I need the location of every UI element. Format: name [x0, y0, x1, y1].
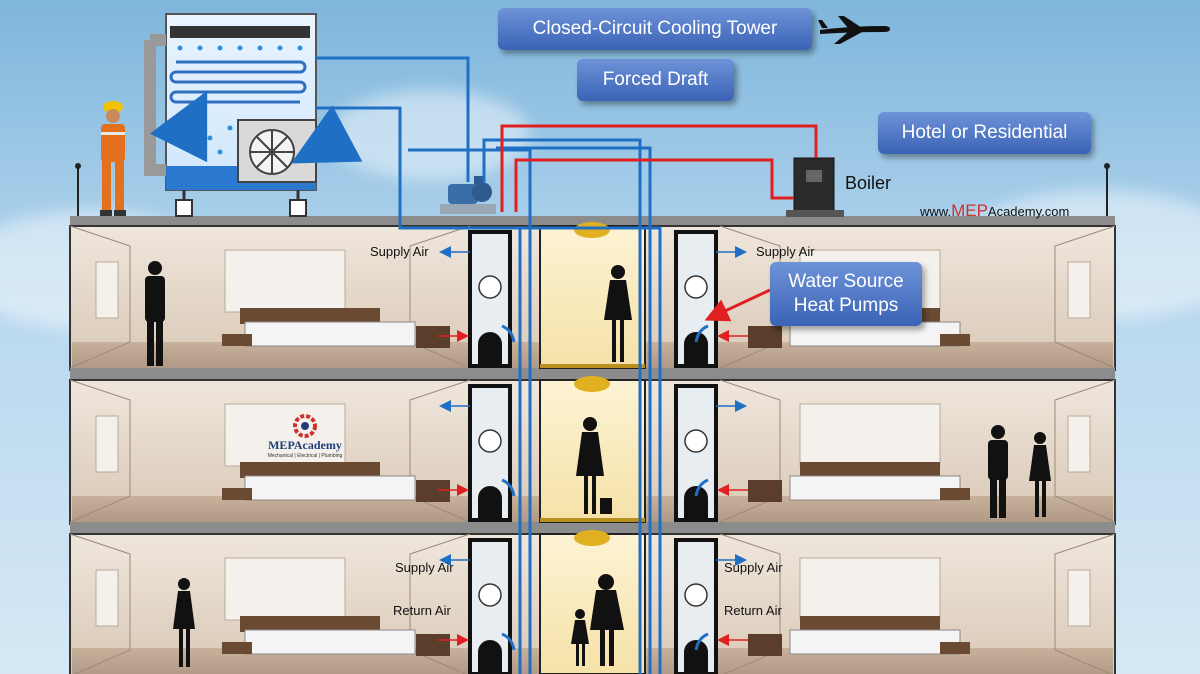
airflow-arrows — [438, 246, 748, 646]
heat-pump-fans — [478, 275, 708, 607]
boiler — [786, 157, 844, 217]
cloud — [330, 90, 530, 180]
supply-air-label: Supply Air — [370, 244, 429, 259]
person-silhouette — [590, 574, 624, 666]
wshp-label-line1: Water Source — [788, 271, 904, 293]
subtitle-callout: Forced Draft — [577, 59, 734, 101]
person-silhouette — [604, 265, 632, 362]
website-brand: MEP — [951, 201, 988, 220]
supply-air-label: Supply Air — [395, 560, 454, 575]
wshp-callout: Water Source Heat Pumps — [770, 262, 922, 326]
person-silhouette — [145, 261, 165, 366]
roof-post-light — [75, 163, 81, 169]
left-rooms-furniture — [69, 225, 471, 674]
return-air-label: Return Air — [724, 603, 782, 618]
website-prefix: www. — [920, 204, 952, 219]
person-silhouette — [988, 425, 1008, 518]
elevator-core — [539, 222, 646, 674]
supply-air-label: Supply Air — [756, 244, 815, 259]
supply-air-label: Supply Air — [724, 560, 783, 575]
person-silhouette — [173, 578, 195, 667]
people-silhouettes — [145, 261, 1051, 667]
cooling-tower — [144, 13, 363, 217]
mep-academy-logo-gear — [293, 414, 317, 438]
website-url: www.MEPAcademy.com — [920, 201, 1069, 221]
logo-name: MEPAcademy — [268, 438, 342, 452]
logo-tagline: Mechanical | Electrical | Plumbing — [267, 453, 343, 459]
roof-worker — [100, 101, 126, 216]
wshp-label-line2: Heat Pumps — [793, 295, 899, 316]
mep-academy-logo: MEPAcademy Mechanical | Electrical | Plu… — [262, 438, 348, 459]
roof-slab — [70, 216, 1115, 226]
boiler-label: Boiler — [845, 173, 892, 193]
diagram-title: Closed-Circuit Cooling Tower — [532, 18, 778, 40]
airplane-icon — [818, 16, 890, 44]
roof-post-light — [1104, 163, 1110, 169]
building-type-label: Hotel or Residential — [901, 122, 1068, 144]
beds — [222, 308, 970, 656]
hot-water-piping — [500, 124, 818, 212]
person-silhouette — [576, 417, 612, 514]
condenser-water-piping — [316, 56, 709, 674]
diagram-subtitle: Forced Draft — [602, 69, 709, 91]
title-callout: Closed-Circuit Cooling Tower — [498, 8, 812, 50]
building-type-callout: Hotel or Residential — [878, 112, 1091, 154]
person-silhouette — [1029, 432, 1051, 517]
wshp-pointer-arrow — [704, 288, 771, 322]
child-silhouette — [571, 609, 589, 666]
heat-pump-compressors — [478, 332, 708, 674]
return-air-label: Return Air — [393, 603, 451, 618]
circulating-pump — [440, 176, 496, 214]
website-suffix: Academy.com — [987, 204, 1070, 219]
